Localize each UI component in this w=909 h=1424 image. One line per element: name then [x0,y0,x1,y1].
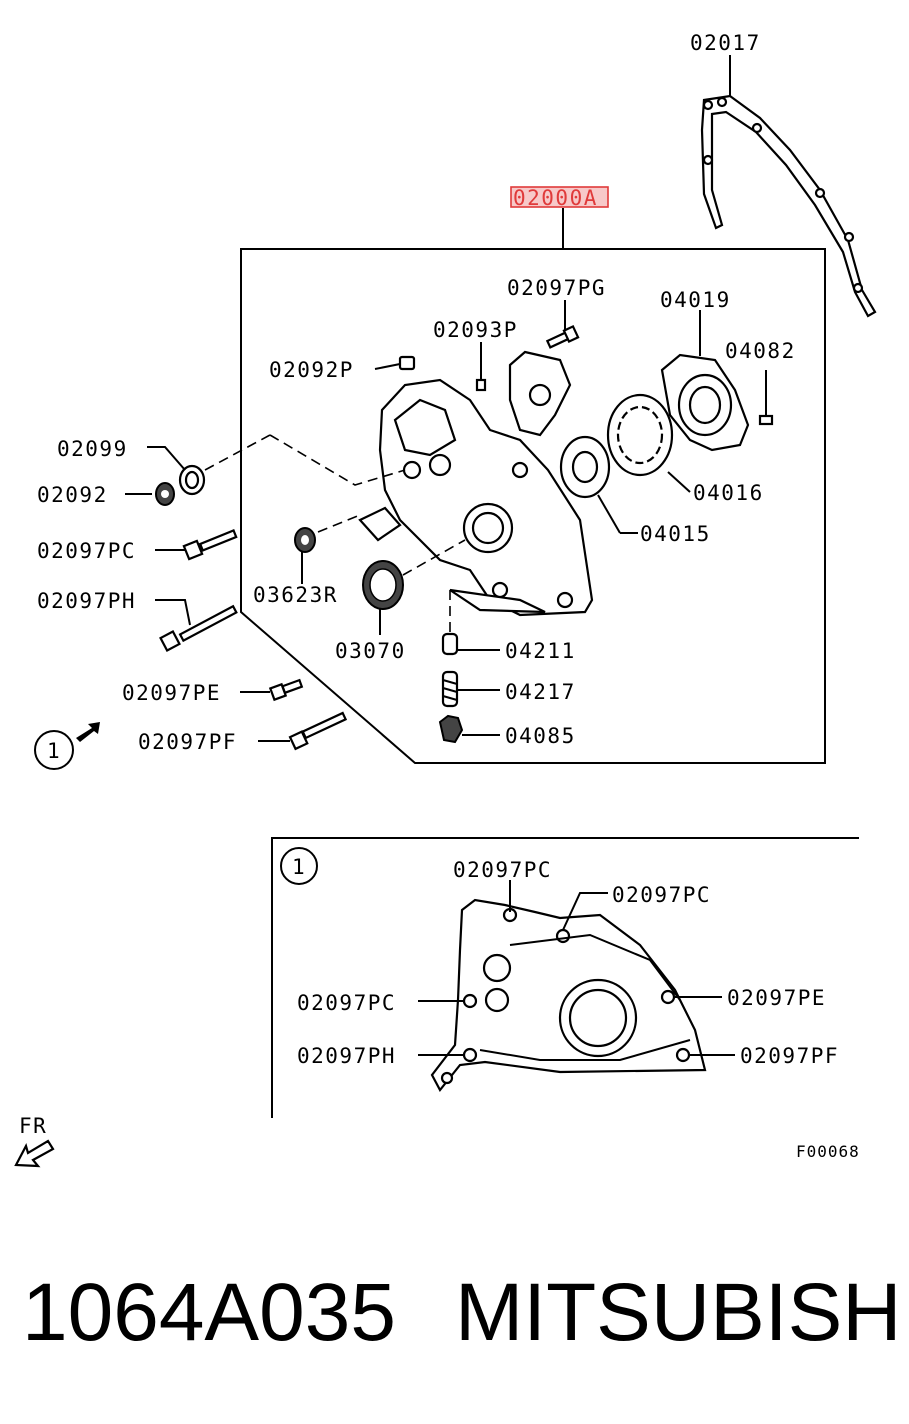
detail-pump-housing[interactable] [430,898,707,1092]
callout-02097pg: 02097PG [507,276,606,300]
oil-seal-03070[interactable] [362,560,404,610]
outer-rotor-04016[interactable] [606,393,674,477]
gasket-02017[interactable] [700,94,877,318]
detail-callout-pe-right: 02097PE [727,986,826,1010]
screw-04082[interactable] [758,370,774,426]
callout-04015: 04015 [640,522,711,546]
callout-02092: 02092 [37,483,108,507]
detail-callout-pc-top-right: 02097PC [612,883,711,907]
callout-04085: 04085 [505,724,576,748]
plug-04085[interactable] [438,714,464,744]
callout-02000a[interactable]: 02000A [513,186,598,210]
direction-label: FR [19,1114,47,1138]
pin-02092p[interactable] [398,355,416,371]
seal-03623r[interactable] [294,527,316,553]
view-marker-circle [34,730,74,770]
detail-frame [271,837,859,1118]
callout-02097ph: 02097PH [37,589,136,613]
callout-04019: 04019 [660,288,731,312]
spring-04217[interactable] [441,670,459,708]
pin-02093p[interactable] [475,378,487,392]
callout-02092p: 02092P [269,358,354,382]
relief-cover[interactable] [508,350,572,437]
callout-04211: 04211 [505,639,576,663]
pump-cover-04019[interactable] [660,353,750,452]
part-number: 1064A035 [22,1267,396,1358]
plunger-04211[interactable] [441,632,459,656]
bolt-02097ph[interactable] [159,604,238,652]
assembly-frame [240,248,826,764]
bolt-02097pc[interactable] [182,529,238,561]
callout-02097pc: 02097PC [37,539,136,563]
detail-callout-pc-top: 02097PC [453,858,552,882]
callout-02093p: 02093P [433,318,518,342]
callout-02017: 02017 [690,31,761,55]
callout-03070: 03070 [335,639,406,663]
callout-02097pf: 02097PF [138,730,237,754]
callout-03623r: 03623R [253,583,338,607]
detail-callout-pf-right: 02097PF [740,1044,839,1068]
oil-pump-housing[interactable] [358,378,594,617]
view-arrow-icon [76,722,100,742]
bolt-02097pe[interactable] [268,678,304,702]
callout-02097pe: 02097PE [122,681,221,705]
highlight-box [510,186,609,208]
front-arrow-icon [14,1139,55,1168]
bolt-02097pf[interactable] [288,711,348,751]
detail-callout-pc-left: 02097PC [297,991,396,1015]
callout-04217: 04217 [505,680,576,704]
bolt-02097pg[interactable] [545,324,580,349]
detail-marker-label: 1 [292,855,306,879]
view-marker-label: 1 [47,739,61,763]
brand-name: MITSUBISHI [455,1267,909,1358]
callout-04082: 04082 [725,339,796,363]
callout-02099: 02099 [57,437,128,461]
inner-rotor-04015[interactable] [559,435,611,499]
figure-code: F00068 [796,1142,860,1161]
callout-04016: 04016 [693,481,764,505]
detail-callout-ph-left: 02097PH [297,1044,396,1068]
